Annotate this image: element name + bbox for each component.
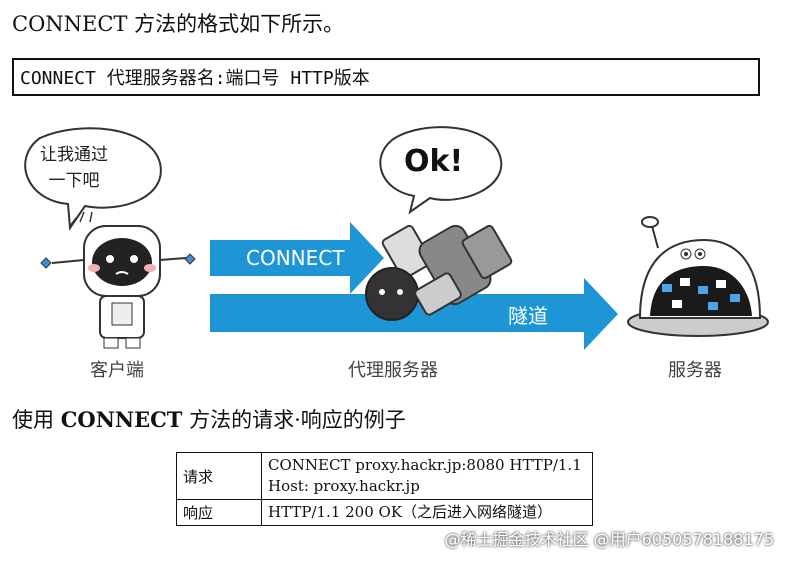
- intro-text: CONNECT 方法的格式如下所示。: [12, 12, 345, 36]
- proxy-server-icon: [365, 224, 513, 321]
- response-line: HTTP/1.1 200 OK（之后进入网络隧道）: [268, 503, 553, 521]
- example-title-method: CONNECT: [60, 407, 183, 432]
- response-value: HTTP/1.1 200 OK（之后进入网络隧道）: [261, 499, 593, 526]
- speech-bubble-text: 让我通过 一下吧: [40, 142, 108, 194]
- connect-arrow-label: CONNECT: [246, 246, 345, 270]
- request-value: CONNECT proxy.hackr.jp:8080 HTTP/1.1 Hos…: [261, 452, 593, 500]
- server-label: 服务器: [668, 360, 722, 381]
- example-table: 请求 CONNECT proxy.hackr.jp:8080 HTTP/1.1 …: [176, 452, 593, 526]
- connect-syntax-box: CONNECT 代理服务器名:端口号 HTTP版本: [12, 58, 760, 96]
- speech-bubble-line2: 一下吧: [48, 171, 100, 191]
- request-host-header: Host: proxy.hackr.jp: [268, 477, 420, 495]
- proxy-label: 代理服务器: [348, 360, 438, 381]
- ok-bubble-text: Ok!: [404, 144, 464, 179]
- connect-arrow: [210, 222, 384, 294]
- connect-tunnel-diagram: 让我通过 一下吧 Ok! CONNECT 隧道 客户端 代理服务器 服务器: [0, 118, 788, 388]
- client-label: 客户端: [90, 360, 144, 381]
- example-title-prefix: 使用: [12, 408, 54, 432]
- server-robot-icon: [627, 216, 769, 337]
- table-row: 响应 HTTP/1.1 200 OK（之后进入网络隧道）: [176, 499, 593, 526]
- example-title: 使用 CONNECT 方法的请求·响应的例子: [12, 404, 406, 434]
- watermark: @稀土掘金技术社区 @用户6050578188175: [444, 530, 774, 549]
- diagram-illustration: [24, 126, 769, 350]
- tunnel-arrow-label: 隧道: [508, 304, 548, 328]
- client-robot-icon: [40, 211, 196, 349]
- ok-bubble: [379, 126, 503, 215]
- speech-bubble: [24, 127, 162, 231]
- table-row: 请求 CONNECT proxy.hackr.jp:8080 HTTP/1.1 …: [176, 452, 593, 500]
- example-title-suffix: 方法的请求·响应的例子: [189, 408, 406, 432]
- speech-bubble-line1: 让我通过: [40, 145, 108, 165]
- request-line: CONNECT proxy.hackr.jp:8080 HTTP/1.1: [268, 456, 582, 474]
- tunnel-arrow: [210, 278, 618, 350]
- response-key: 响应: [176, 499, 262, 526]
- request-key: 请求: [176, 452, 262, 500]
- connect-syntax-text: CONNECT 代理服务器名:端口号 HTTP版本: [20, 68, 370, 89]
